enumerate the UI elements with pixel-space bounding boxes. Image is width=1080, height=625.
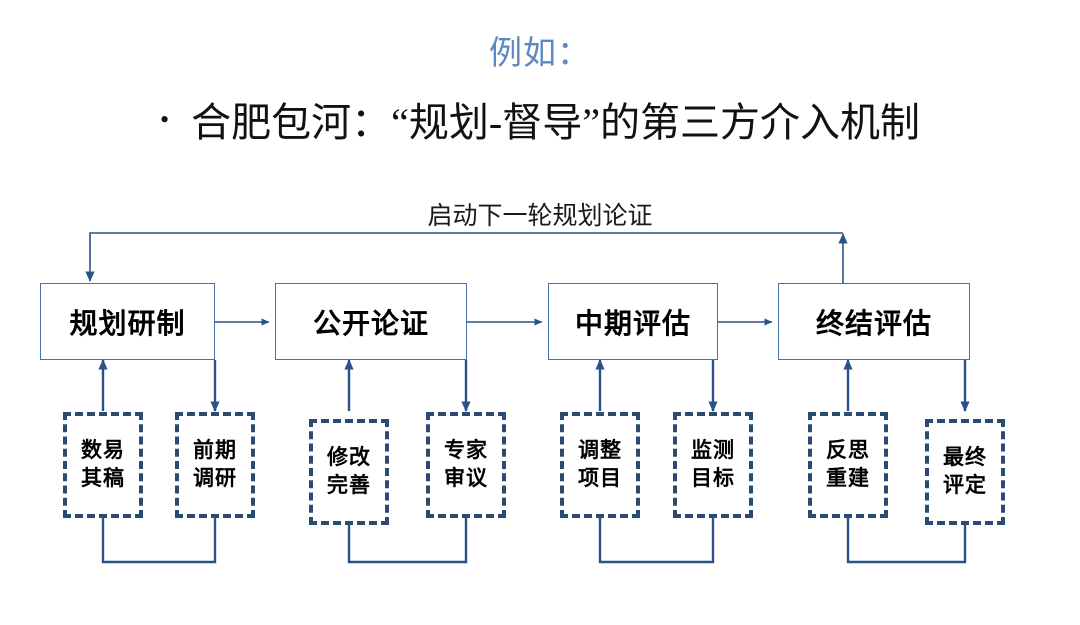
stage-label: 公开论证 xyxy=(312,307,429,339)
page-title: • 合肥包河：“规划-督导”的第三方介入机制 xyxy=(0,90,1080,148)
stage-box-1[interactable]: 规划研制 xyxy=(40,283,215,360)
subtask-line-2: 审议 xyxy=(444,467,488,490)
subtask-line-2: 目标 xyxy=(691,467,735,490)
subtask-line-1: 修改 xyxy=(327,446,371,470)
subtask-line-1: 前期 xyxy=(193,439,237,463)
subtask-box-2[interactable]: 前期 调研 xyxy=(175,412,255,518)
subtask-box-6[interactable]: 监测 目标 xyxy=(673,412,753,518)
subtask-line-1: 专家 xyxy=(444,439,488,463)
subtask-box-4[interactable]: 专家 审议 xyxy=(426,412,506,518)
stage-box-4[interactable]: 终结评估 xyxy=(778,283,970,360)
subtask-box-3[interactable]: 修改 完善 xyxy=(309,419,389,525)
subtask-line-1: 最终 xyxy=(943,446,987,470)
subtask-line-2: 重建 xyxy=(826,467,870,490)
subtask-line-2: 完善 xyxy=(327,474,371,497)
subtask-box-8[interactable]: 最终 评定 xyxy=(925,419,1005,525)
subtask-line-1: 反思 xyxy=(826,439,870,463)
stage-box-2[interactable]: 公开论证 xyxy=(275,283,467,360)
subtask-box-1[interactable]: 数易 其稿 xyxy=(63,412,143,518)
subtask-line-2: 项目 xyxy=(578,467,622,490)
subtask-line-2: 评定 xyxy=(943,474,987,497)
subtask-line-1: 调整 xyxy=(578,439,622,463)
stage-label: 终结评估 xyxy=(815,307,932,339)
subtask-line-2: 其稿 xyxy=(81,467,125,490)
subtask-box-7[interactable]: 反思 重建 xyxy=(808,412,888,518)
subtask-line-1: 监测 xyxy=(691,439,735,463)
stage-label: 中期评估 xyxy=(574,307,691,339)
subtask-line-2: 调研 xyxy=(193,467,237,490)
feedback-loop-label: 启动下一轮规划论证 xyxy=(427,202,653,230)
example-label: 例如： xyxy=(489,34,591,71)
stage-label: 规划研制 xyxy=(69,307,186,339)
stage-box-3[interactable]: 中期评估 xyxy=(548,283,718,360)
page-title-text: 合肥包河：“规划-督导”的第三方介入机制 xyxy=(191,100,920,145)
subtask-box-5[interactable]: 调整 项目 xyxy=(560,412,640,518)
title-bullet-icon: • xyxy=(160,105,170,134)
subtask-line-1: 数易 xyxy=(81,439,125,463)
